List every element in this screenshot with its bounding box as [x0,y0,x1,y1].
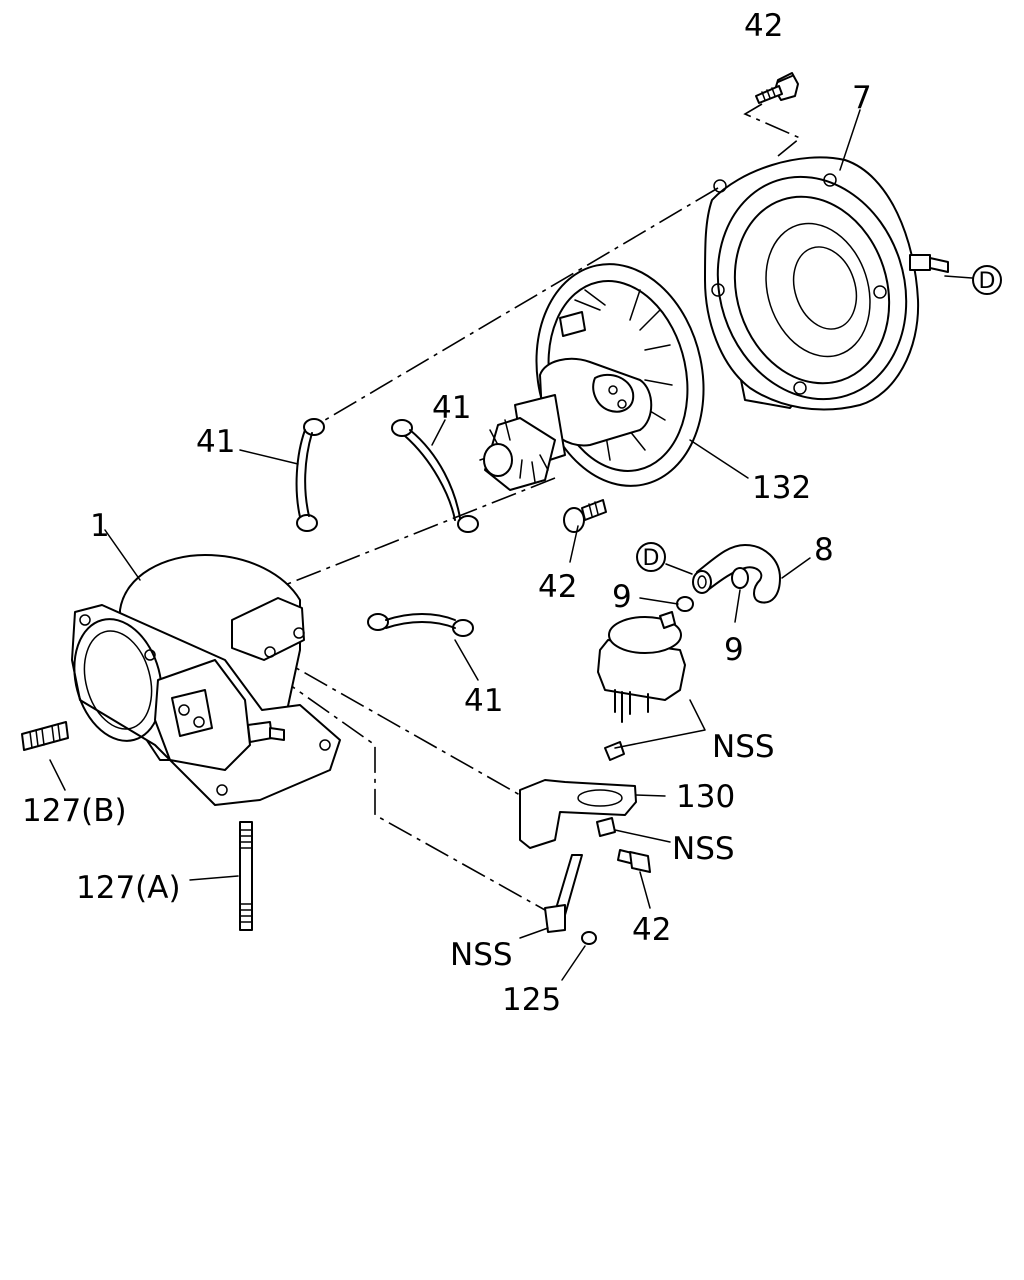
clamp-9-a [676,596,694,612]
stud-127a [239,821,253,931]
clamp-9-b [731,567,749,589]
label-130: 130 [676,779,735,815]
label-8: 8 [814,532,834,568]
callout-d-mid: D [636,542,666,572]
center-assembly-132 [479,263,705,491]
label-42-top: 42 [744,8,783,44]
label-132: 132 [752,470,811,506]
oil-line-41-bottom [367,613,474,637]
label-nss-2: NSS [672,831,735,867]
leader-lines [49,109,973,981]
callout-d-right: D [972,265,1002,295]
label-41-bottom: 41 [464,683,503,719]
label-127a: 127(A) [76,870,181,906]
label-nss-3: NSS [450,937,513,973]
compressor-housing-7 [704,156,949,411]
actuator-rod [544,854,583,933]
label-42-mid: 42 [538,569,577,605]
label-9-b: 9 [724,632,744,668]
label-nss-1: NSS [712,729,775,765]
label-1: 1 [90,508,110,544]
part-labels: 42 7 41 41 132 1 42 8 9 9 41 NSS 127(B) … [22,8,872,1018]
bracket-130 [519,779,637,849]
bolt-42-bottom [617,849,651,873]
label-7: 7 [852,80,872,116]
label-41-left: 41 [196,424,235,460]
stud-127b [21,721,69,751]
wastegate-actuator [597,611,686,761]
label-42-bottom: 42 [632,912,671,948]
oil-line-41-mid [391,419,479,533]
label-9-a: 9 [612,579,632,615]
clip-125 [581,931,597,945]
label-125: 125 [502,982,561,1018]
label-127b: 127(B) [22,793,127,829]
bolt-42-top [755,72,799,104]
turbine-housing-1 [71,554,341,806]
bolt-42-mid [563,499,607,533]
label-d-right: D [979,269,996,294]
label-41-mid: 41 [432,390,471,426]
hose-8 [692,544,781,604]
oil-line-41-left [295,418,325,532]
label-d-mid: D [643,546,660,571]
